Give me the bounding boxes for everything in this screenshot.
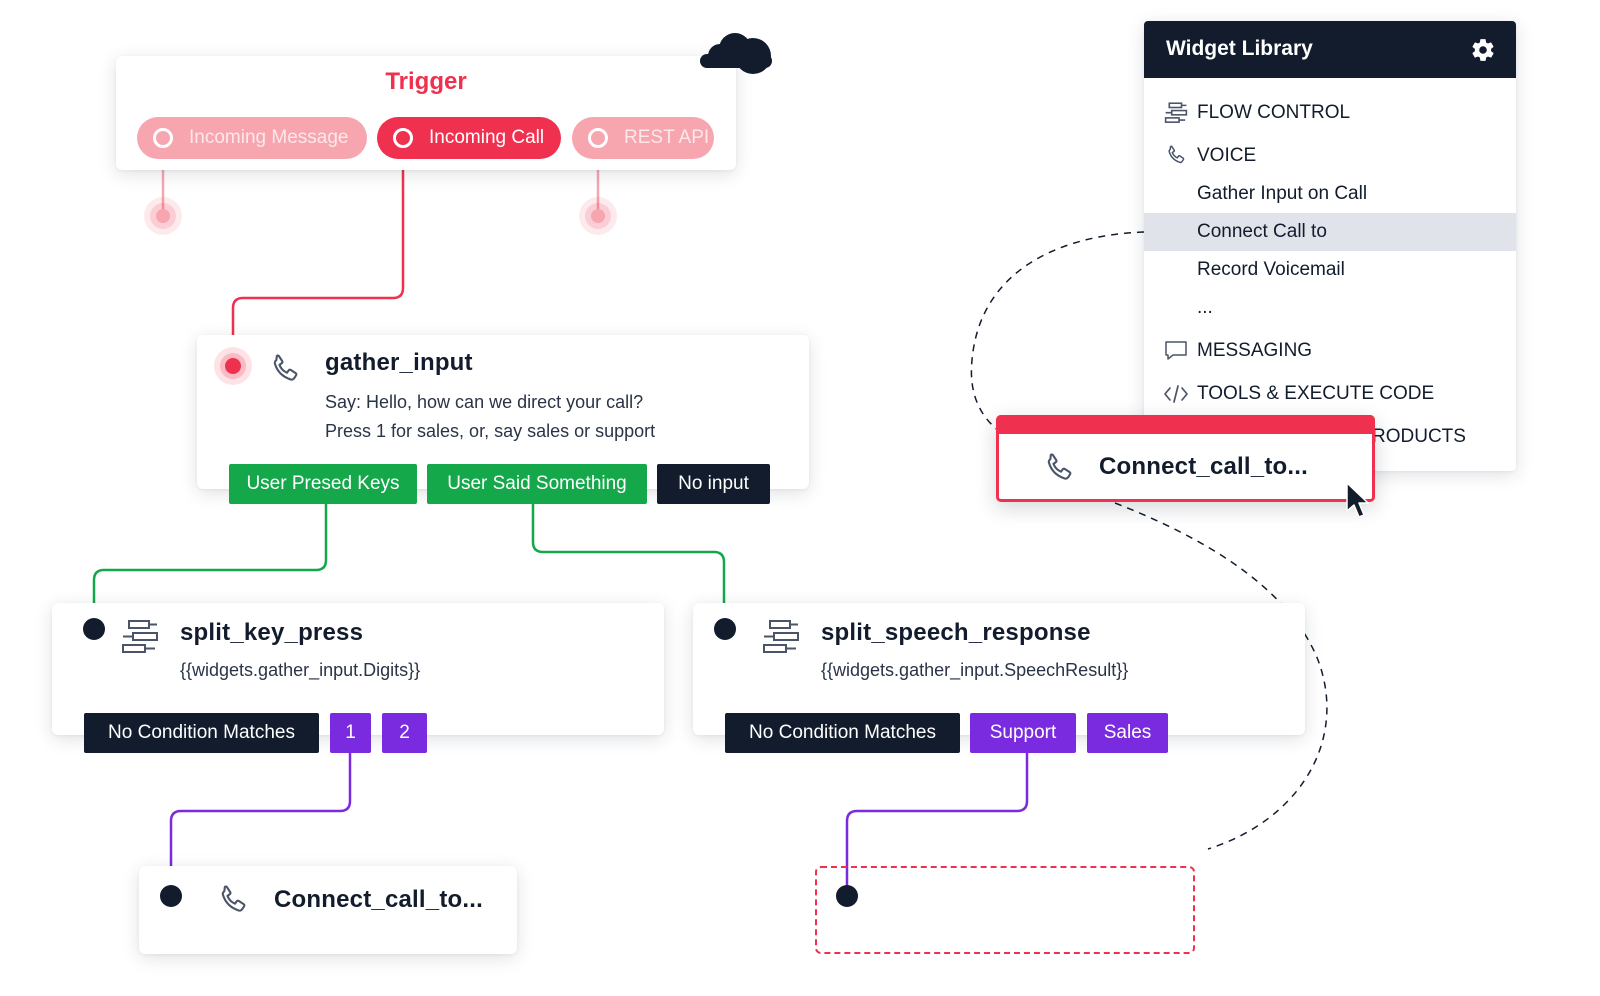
gather-input-line2: Press 1 for sales, or, say sales or supp… bbox=[325, 421, 656, 441]
dragged-connect-call-widget[interactable]: Connect_call_to... bbox=[996, 415, 1375, 502]
trigger-option-rest-api[interactable]: REST API bbox=[572, 117, 714, 159]
split-speech-response-variable: {{widgets.gather_input.SpeechResult}} bbox=[821, 660, 1129, 680]
transition-no-condition-matches[interactable]: No Condition Matches bbox=[84, 713, 319, 753]
category-messaging[interactable]: MESSAGING bbox=[1144, 332, 1516, 370]
category-label: FLOW CONTROL bbox=[1197, 102, 1351, 123]
voice-item-record-voicemail[interactable]: Record Voicemail bbox=[1144, 251, 1516, 289]
widget-library-panel[interactable]: Widget Library FLOW CONTROL VOICE Gather… bbox=[1144, 21, 1516, 471]
split-icon bbox=[763, 620, 799, 653]
connector-user-pressed-keys bbox=[92, 504, 328, 628]
connect-call-widget[interactable]: Connect_call_to... bbox=[139, 866, 517, 954]
radio-ring-icon bbox=[393, 128, 413, 148]
drag-path-dashed bbox=[970, 231, 1145, 433]
trigger-option-label: REST API bbox=[624, 127, 710, 148]
drag-path-dashed-lower bbox=[1114, 502, 1328, 850]
transition-key-1[interactable]: 1 bbox=[330, 713, 371, 753]
widget-library-title: Widget Library bbox=[1166, 37, 1313, 60]
trigger-option-incoming-message[interactable]: Incoming Message bbox=[137, 117, 367, 159]
trigger-option-label: Incoming Message bbox=[189, 127, 349, 148]
transition-sales[interactable]: Sales bbox=[1087, 713, 1168, 753]
category-label: MESSAGING bbox=[1197, 340, 1313, 361]
library-item-label: ... bbox=[1197, 297, 1213, 318]
gather-input-line1: Say: Hello, how can we direct your call? bbox=[325, 392, 644, 412]
category-label: RODUCTS bbox=[1372, 426, 1466, 447]
gather-input-title: gather_input bbox=[325, 349, 473, 376]
split-icon bbox=[1164, 102, 1188, 123]
trigger-title: Trigger bbox=[385, 68, 467, 95]
transition-no-input[interactable]: No input bbox=[657, 464, 770, 504]
transition-user-pressed-keys[interactable]: User Presed Keys bbox=[229, 464, 417, 504]
category-tools-execute-code[interactable]: TOOLS & EXECUTE CODE bbox=[1144, 375, 1516, 413]
connector-support bbox=[845, 752, 1029, 896]
library-item-label: Record Voicemail bbox=[1197, 259, 1345, 280]
radio-ring-icon bbox=[153, 128, 173, 148]
widget-library-header: Widget Library bbox=[1144, 21, 1516, 78]
radio-ring-icon bbox=[588, 128, 608, 148]
category-flow-control[interactable]: FLOW CONTROL bbox=[1144, 94, 1516, 132]
library-item-label: Gather Input on Call bbox=[1197, 183, 1368, 204]
gear-icon[interactable] bbox=[1470, 37, 1496, 63]
category-voice[interactable]: VOICE bbox=[1144, 137, 1516, 175]
voice-item-connect-call-to[interactable]: Connect Call to bbox=[1144, 213, 1516, 251]
category-products[interactable]: RODUCTS bbox=[1144, 418, 1516, 456]
dragged-widget-topbar bbox=[996, 415, 1375, 434]
code-icon bbox=[1164, 385, 1188, 403]
split-icon bbox=[122, 620, 158, 653]
connector-key-1 bbox=[169, 752, 352, 896]
chat-icon bbox=[1165, 341, 1187, 360]
library-item-label: Connect Call to bbox=[1197, 221, 1327, 242]
phone-icon bbox=[221, 885, 246, 912]
trigger-option-label: Incoming Call bbox=[429, 127, 545, 148]
drop-target-placeholder[interactable] bbox=[815, 866, 1195, 954]
transition-user-said-something[interactable]: User Said Something bbox=[427, 464, 647, 504]
voice-item-gather-input-on-call[interactable]: Gather Input on Call bbox=[1144, 175, 1516, 213]
gather-input-widget[interactable]: gather_input Say: Hello, how can we dire… bbox=[197, 335, 809, 489]
transition-key-2[interactable]: 2 bbox=[382, 713, 427, 753]
trigger-option-incoming-call[interactable]: Incoming Call bbox=[377, 117, 561, 159]
voice-item-more[interactable]: ... bbox=[1144, 289, 1516, 327]
transition-support[interactable]: Support bbox=[970, 713, 1076, 753]
split-key-press-variable: {{widgets.gather_input.Digits}} bbox=[180, 660, 421, 680]
split-speech-response-title: split_speech_response bbox=[821, 619, 1091, 646]
connector-incoming-call bbox=[231, 160, 405, 366]
connector-user-said-something bbox=[531, 504, 726, 628]
dragged-widget-title: Connect_call_to... bbox=[1099, 453, 1308, 480]
transition-no-condition-matches[interactable]: No Condition Matches bbox=[725, 713, 960, 753]
phone-icon bbox=[1168, 145, 1185, 164]
phone-icon bbox=[273, 354, 298, 381]
split-key-press-title: split_key_press bbox=[180, 619, 364, 646]
phone-icon bbox=[1047, 453, 1072, 480]
category-label: TOOLS & EXECUTE CODE bbox=[1197, 383, 1435, 404]
connect-call-title: Connect_call_to... bbox=[274, 886, 483, 913]
category-label: VOICE bbox=[1197, 145, 1257, 166]
